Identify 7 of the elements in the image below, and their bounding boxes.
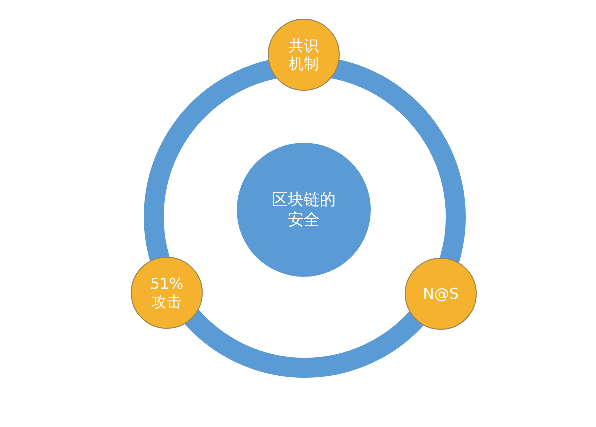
circle-label: 51%攻击	[149, 275, 185, 311]
ring-arc	[184, 309, 424, 378]
circle-label: N@S	[423, 285, 459, 303]
ring-arc	[144, 59, 278, 262]
circle-label: 共识机制	[288, 37, 320, 73]
ring-arc	[330, 58, 466, 264]
circle-label: 区块链的安全	[271, 190, 337, 230]
